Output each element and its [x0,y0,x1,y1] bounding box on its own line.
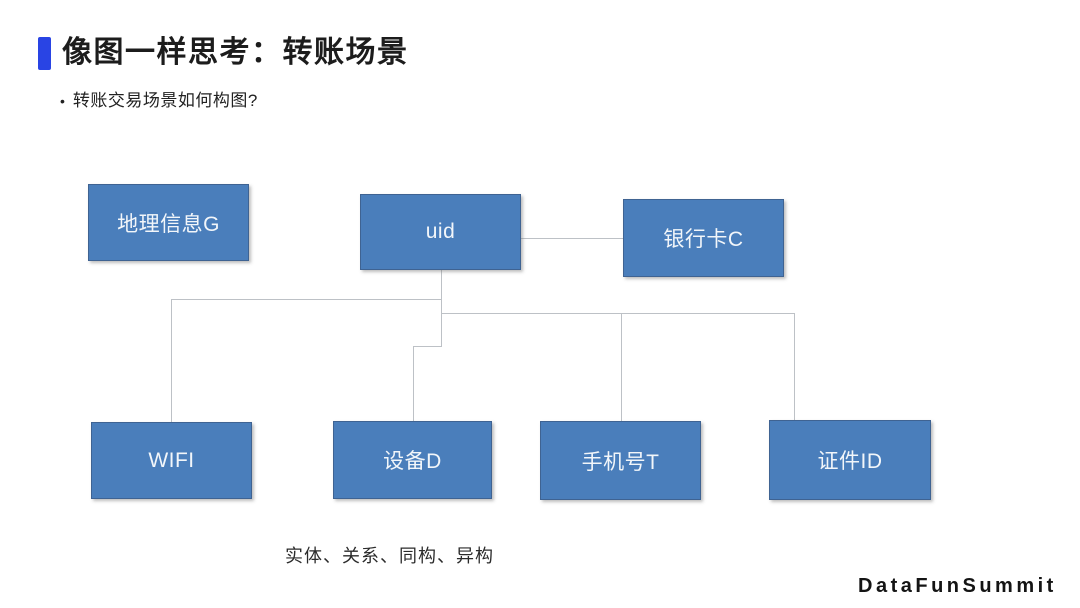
node-wifi: WIFI [91,422,252,499]
diagram-caption: 实体、关系、同构、异构 [285,546,494,566]
connector-line [521,238,623,239]
bullet-text: 转账交易场景如何构图? [72,91,258,110]
node-uid: uid [360,194,521,270]
node-phone: 手机号T [540,421,701,500]
slide-header: 像图一样思考：转账场景 [38,35,409,71]
connector-line [413,346,414,421]
bullet-marker: • [60,93,65,109]
node-id-card: 证件ID [769,420,931,500]
bullet-item: • 转账交易场景如何构图? [60,91,258,111]
node-device: 设备D [333,421,492,499]
connector-line [171,299,441,300]
title-accent-bar [38,36,51,70]
page-title: 像图一样思考：转账场景 [62,36,409,69]
connector-line [171,299,172,422]
connector-line [621,313,622,421]
connector-line [413,346,441,347]
connector-line [441,313,794,314]
connector-line [441,270,442,347]
node-bank-card: 银行卡C [623,199,784,277]
node-geo-info: 地理信息G [88,184,249,261]
brand-logo: DataFunSummit [858,575,1057,597]
connector-line [794,313,795,420]
